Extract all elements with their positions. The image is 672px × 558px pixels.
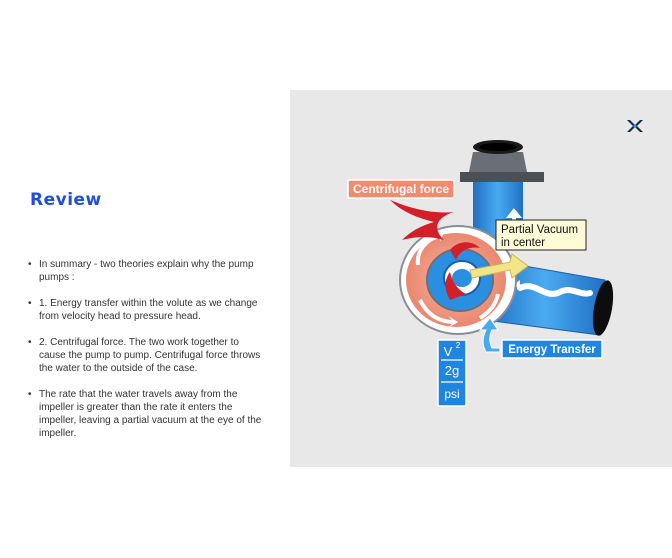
energy-transfer-label: Energy Transfer — [508, 344, 596, 356]
pump-volute — [399, 208, 529, 335]
formula-psi: psi — [444, 387, 459, 401]
formula-v: V — [444, 344, 453, 359]
formula-exponent: 2 — [456, 341, 461, 350]
red-force-arrow — [390, 200, 454, 240]
bullet-item: In summary - two theories explain why th… — [28, 258, 268, 284]
partial-vacuum-callout: Partial Vacuum in center — [495, 219, 587, 251]
bullet-list: In summary - two theories explain why th… — [28, 258, 268, 453]
brand-logo-icon — [627, 120, 643, 132]
centrifugal-force-label: Centrifugal force — [353, 182, 449, 196]
pump-diagram-panel: Centrifugal force Partial Vacuum in cent… — [290, 90, 672, 467]
energy-transfer-callout: Energy Transfer — [478, 317, 603, 359]
energy-transfer-arrow — [478, 317, 501, 353]
partial-vacuum-label-line2: in center — [501, 237, 545, 249]
centrifugal-force-callout: Centrifugal force — [347, 179, 455, 240]
formula-2g: 2g — [445, 363, 459, 378]
pump-diagram: Centrifugal force Partial Vacuum in cent… — [347, 120, 643, 407]
slide-title: Review — [30, 190, 102, 210]
bullet-item: The rate that the water travels away fro… — [28, 388, 268, 440]
velocity-head-formula: V 2 2g psi — [437, 339, 467, 407]
bullet-item: 2. Centrifugal force. The two work toget… — [28, 336, 268, 375]
bullet-item: 1. Energy transfer within the volute as … — [28, 297, 268, 323]
partial-vacuum-label-line1: Partial Vacuum — [501, 224, 578, 236]
